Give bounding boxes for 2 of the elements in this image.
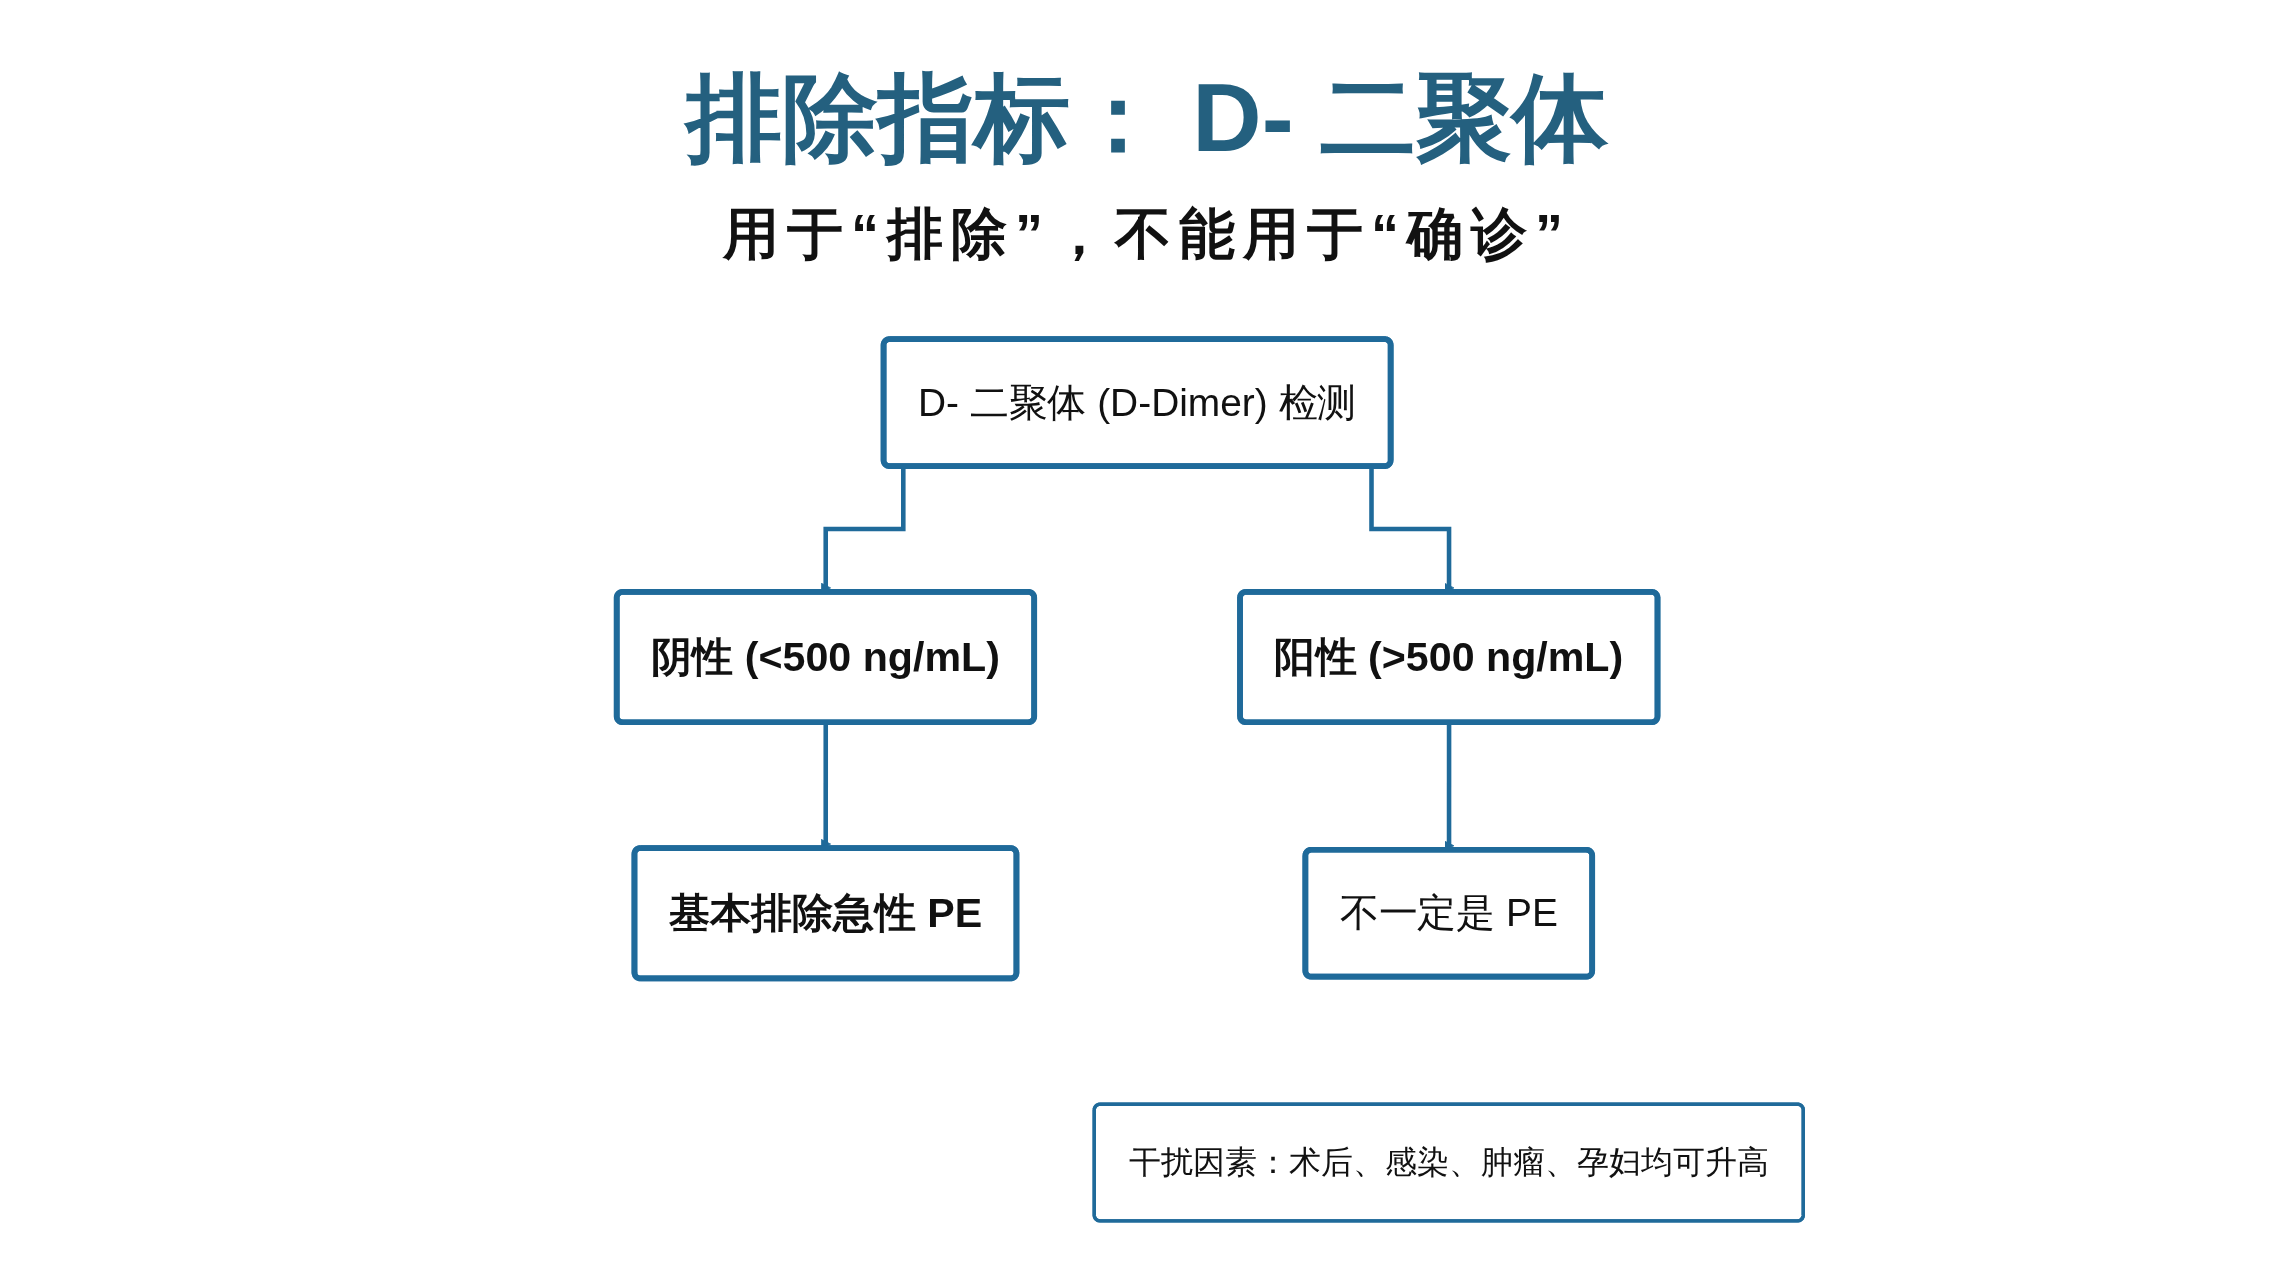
title: 排除指标： D- 二聚体	[685, 64, 1609, 171]
subtitle: 用于“排除”，不能用于“确诊”	[723, 202, 1571, 265]
